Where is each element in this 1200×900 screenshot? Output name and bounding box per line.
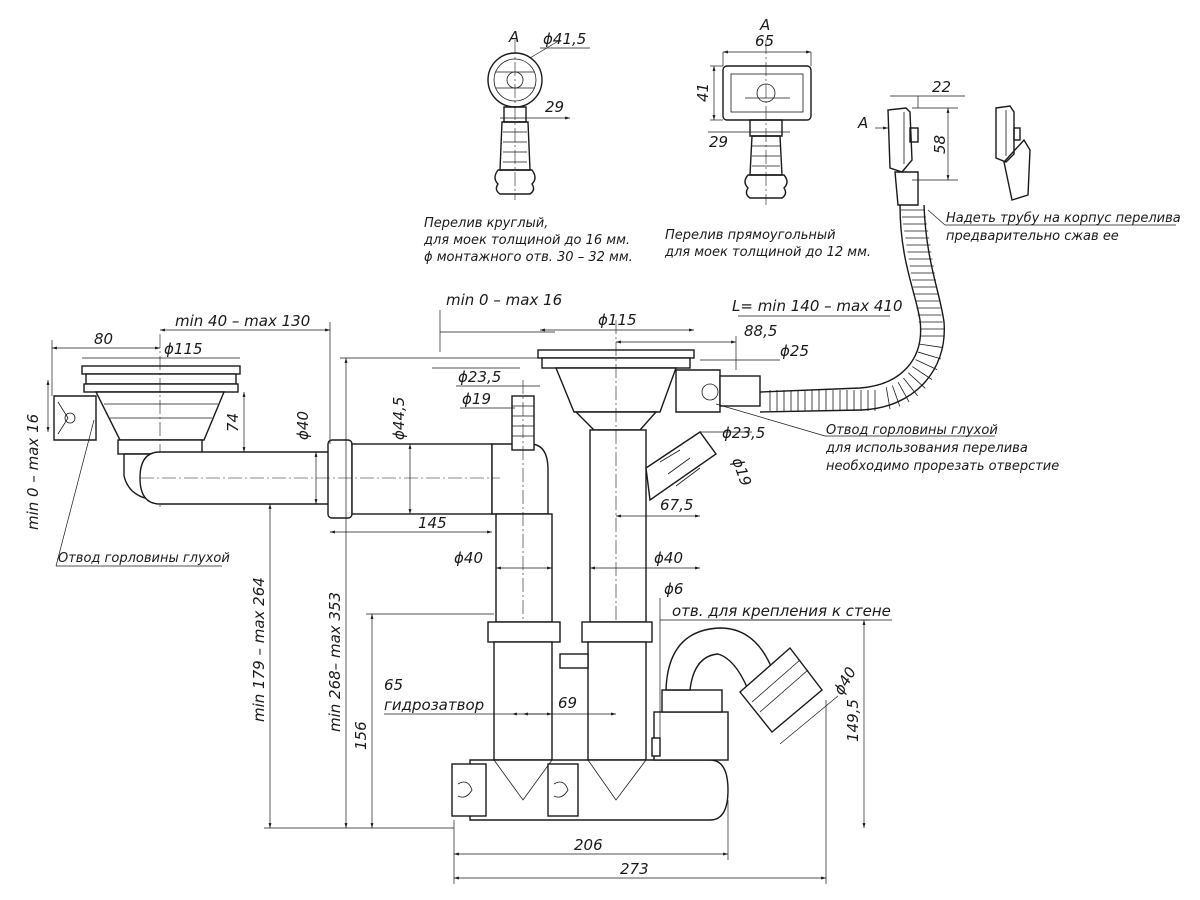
note-round-overflow-line2: для моек толщиной до 16 мм.: [423, 233, 630, 248]
dim-phi40-mid1: ϕ40: [454, 549, 483, 567]
rect-overflow-view: [708, 40, 812, 205]
note-blind-outlet-right-line2: для использования перелива: [825, 441, 1028, 456]
note-blind-outlet-right-line3: необходимо прорезать отверстие: [826, 459, 1059, 474]
dim-phi115-left: ϕ115: [164, 340, 203, 358]
dim-min0-max16-left: min 0 – max 16: [24, 414, 42, 530]
dim-149-5: 149,5: [844, 699, 862, 742]
dim-65: 65: [384, 676, 403, 694]
dim-80: 80: [94, 330, 113, 348]
overflow-side-view: [875, 95, 965, 206]
dim-min40-max130: min 40 – max 130: [175, 312, 310, 330]
left-horizontal-pipe: [139, 439, 549, 519]
overflow-side-view-alt: [995, 105, 1031, 201]
dim-l-length: L= min 140 – max 410: [732, 297, 903, 315]
dim-phi19-b: ϕ19: [728, 455, 755, 488]
overflow-connector: [675, 369, 761, 413]
diagonal-side-outlet: [645, 431, 717, 502]
dim-273: 273: [620, 860, 649, 878]
dim-round-29: 29: [545, 98, 564, 116]
dim-side-22: 22: [932, 78, 951, 96]
dim-67-5: 67,5: [660, 496, 693, 514]
note-rect-overflow-line1: Перелив прямоугольный: [665, 228, 836, 243]
dim-156: 156: [352, 721, 370, 750]
dim-min268-max353: min 268– max 353: [326, 592, 344, 732]
dim-74: 74: [224, 413, 242, 432]
round-overflow-view: [487, 39, 590, 200]
dim-phi44-5: ϕ44,5: [390, 397, 408, 440]
dim-phi23-5-b: ϕ23,5: [722, 424, 765, 442]
note-blind-outlet-left: Отвод горловины глухой: [58, 551, 230, 566]
dim-phi19-a: ϕ19: [462, 390, 491, 408]
view-letter-a-round: A: [508, 28, 519, 46]
dim-phi23-5-a: ϕ23,5: [458, 368, 501, 386]
note-rect-overflow-line2: для моек толщиной до 12 мм.: [664, 245, 871, 260]
dim-phi25: ϕ25: [780, 342, 809, 360]
note-wall-hole: отв. для крепления к стене: [672, 602, 891, 620]
note-water-seal: гидрозатвор: [384, 696, 484, 714]
view-letter-a-rect: A: [759, 16, 770, 34]
dim-round-diameter: ϕ41,5: [543, 30, 586, 48]
dim-145: 145: [418, 514, 447, 532]
note-blind-outlet-right-line1: Отвод горловины глухой: [826, 423, 998, 438]
dim-rect-41: 41: [694, 83, 712, 102]
note-put-pipe-line2: предварительно сжав ее: [946, 229, 1119, 244]
view-letter-a-arrow: A: [857, 114, 868, 132]
bottom-collector: [451, 759, 729, 821]
dim-rect-29: 29: [709, 133, 728, 151]
dim-side-58: 58: [931, 135, 949, 154]
dim-min0-max16-top: min 0 – max 16: [446, 291, 562, 309]
note-round-overflow-line1: Перелив круглый,: [424, 216, 548, 231]
dimension-lines: [46, 310, 995, 884]
note-put-pipe-line1: Надеть трубу на корпус перелива: [946, 211, 1181, 226]
dim-69: 69: [558, 694, 577, 712]
dim-phi115-right: ϕ115: [598, 311, 637, 329]
dim-phi40-left: ϕ40: [294, 411, 312, 440]
dim-88-5: 88,5: [744, 322, 777, 340]
dim-phi6: ϕ6: [664, 580, 683, 598]
dim-206: 206: [574, 836, 603, 854]
trap-assembly: [651, 627, 823, 761]
corrugated-overflow-hose: [759, 204, 945, 413]
hose-ribs: [769, 209, 944, 411]
lower-couplings: [487, 621, 653, 761]
dim-rect-65: 65: [755, 32, 774, 50]
right-sink-strainer: [537, 320, 695, 790]
note-round-overflow-line3: ϕ монтажного отв. 30 – 32 мм.: [424, 250, 633, 265]
dim-phi40-trap: ϕ40: [830, 664, 860, 698]
dim-min179-max264: min 179 – max 264: [250, 577, 268, 722]
dim-phi40-mid2: ϕ40: [654, 549, 683, 567]
